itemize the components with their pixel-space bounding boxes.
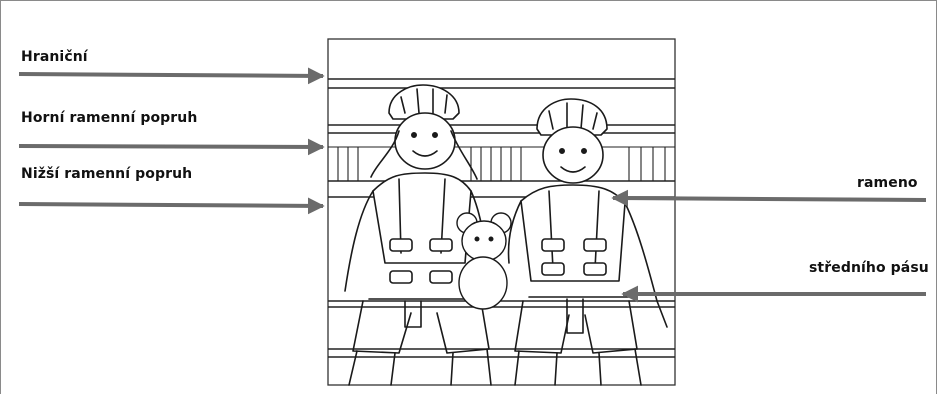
label-top-boundary: Hraniční [21, 49, 88, 65]
arrow-top-boundary [19, 74, 323, 76]
arrow-upper-strap [19, 146, 323, 147]
label-upper-shoulder-strap: Horní ramenní popruh [21, 110, 197, 126]
arrow-shoulder [613, 198, 926, 200]
label-hip-belt: středního pásu [809, 260, 929, 276]
arrow-lower-strap [19, 204, 323, 206]
label-lower-shoulder-strap: Nižší ramenní popruh [21, 166, 192, 182]
label-shoulder: rameno [857, 175, 918, 191]
